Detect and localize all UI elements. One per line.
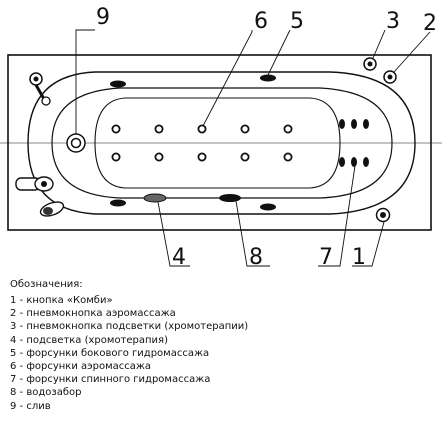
callout-3: 3 <box>386 9 400 34</box>
legend-item: 3 - пневмокнопка подсветки (хромотерапии… <box>10 321 249 333</box>
legend-item: 8 - водозабор <box>10 387 82 399</box>
callout-4: 4 <box>172 245 186 270</box>
legend-item: 4 - подсветка (хромотерапия) <box>10 334 168 346</box>
backlight-pneumo-button <box>363 57 377 71</box>
drain <box>66 133 86 153</box>
legend: Обозначения: 1 - кнопка «Комби» 2 - пнев… <box>10 278 440 413</box>
side-hydromassage-nozzles <box>110 74 276 211</box>
aero-nozzle <box>154 124 164 134</box>
aero-nozzle <box>197 152 207 162</box>
aero-nozzle <box>240 152 250 162</box>
callout-5: 5 <box>290 9 304 34</box>
aero-nozzle <box>111 124 121 134</box>
legend-item: 5 - форсунки бокового гидромассажа <box>10 347 210 359</box>
spinal-nozzle <box>351 157 357 167</box>
legend-item: 6 - форсунки аэромассажа <box>10 361 152 373</box>
mixer-fitting <box>15 176 54 192</box>
combi-button <box>375 207 391 223</box>
aero-nozzle <box>283 124 293 134</box>
legend-item: 2 - пневмокнопка аэромассажа <box>10 308 176 320</box>
bathtub-outer-frame <box>7 54 432 231</box>
callout-1: 1 <box>352 245 366 270</box>
legend-item: 7 - форсунки спинного гидромассажа <box>10 374 211 386</box>
callout-9: 9 <box>96 5 110 30</box>
side-nozzle <box>110 199 126 207</box>
callout-7: 7 <box>319 245 333 270</box>
bathtub-bottom-oval <box>94 97 341 189</box>
aero-nozzle <box>197 124 207 134</box>
side-nozzle <box>260 203 276 211</box>
legend-item: 9 - слив <box>10 400 51 412</box>
side-nozzle <box>110 80 126 88</box>
spinal-nozzle <box>351 119 357 129</box>
spinal-nozzle <box>363 119 369 129</box>
aeromassage-nozzles <box>111 124 293 162</box>
spinal-hydromassage-nozzles <box>339 119 369 167</box>
side-nozzle <box>260 74 276 82</box>
water-intake <box>219 194 241 202</box>
bathtub-rim <box>27 71 416 215</box>
aero-nozzle <box>111 152 121 162</box>
legend-title: Обозначения: <box>10 279 83 290</box>
callout-2: 2 <box>423 11 437 36</box>
top-left-fitting <box>29 72 51 106</box>
leader-lines <box>75 29 431 267</box>
handle-fitting <box>39 201 65 217</box>
aeromassage-pneumo-button <box>383 70 397 84</box>
aero-nozzle <box>240 124 250 134</box>
spinal-nozzle <box>339 119 345 129</box>
spinal-nozzle <box>363 157 369 167</box>
aero-nozzle <box>154 152 164 162</box>
callout-8: 8 <box>249 245 263 270</box>
bathtub-basin <box>51 87 393 199</box>
aero-nozzle <box>283 152 293 162</box>
backlight-lamp <box>143 193 167 203</box>
callout-6: 6 <box>254 9 268 34</box>
bathtub-diagram: 9 6 5 3 2 4 8 7 1 <box>0 5 442 270</box>
legend-item: 1 - кнопка «Комби» <box>10 295 113 306</box>
spinal-nozzle <box>339 157 345 167</box>
